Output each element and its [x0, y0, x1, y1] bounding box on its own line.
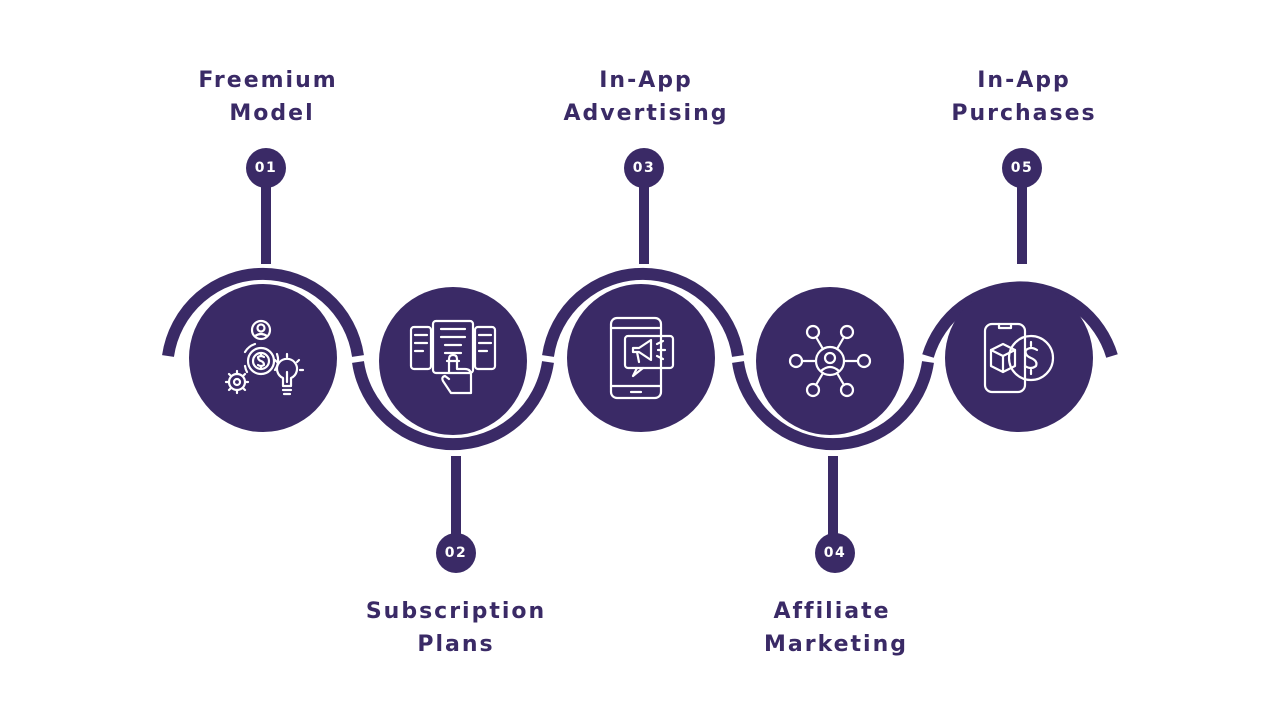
step-3-number-badge [624, 148, 664, 188]
step-4-title-line1: Affiliate [773, 599, 890, 624]
step-4-title-line2: Marketing [764, 632, 908, 657]
step-4-stem [828, 456, 838, 554]
wave-arc-1 [162, 267, 364, 357]
step-4-number-badge [815, 533, 855, 573]
step-5-title-line2: Purchases [951, 101, 1096, 126]
step-2-title-line1: Subscription [366, 599, 546, 624]
step-5-title-line1: In-App [977, 68, 1071, 93]
step-1-title-line2: Model [229, 101, 314, 126]
wave-arc-3 [542, 267, 744, 357]
wave-arc-2 [352, 361, 554, 451]
step-3-circle [567, 284, 715, 432]
step-1-number-badge [246, 148, 286, 188]
advertising-icon [609, 316, 675, 400]
step-4: 04 Affiliate Marketing [756, 287, 908, 657]
wave-arc-4 [732, 361, 934, 451]
subscription-plans-icon [409, 319, 497, 395]
step-1: Freemium Model 01 [189, 68, 337, 432]
step-3-number: 03 [633, 160, 655, 176]
step-1-number: 01 [255, 160, 277, 176]
step-1-stem [261, 168, 271, 264]
step-5-number-badge [1002, 148, 1042, 188]
step-3-title-line1: In-App [599, 68, 693, 93]
step-4-number: 04 [824, 545, 846, 561]
step-1-circle [189, 284, 337, 432]
step-4-circle [756, 287, 904, 435]
step-3-title-line2: Advertising [564, 101, 729, 126]
step-2-title-line2: Plans [417, 632, 494, 657]
step-1-title-line1: Freemium [198, 68, 337, 93]
step-3: In-App Advertising 03 [564, 68, 729, 432]
step-2: 02 Subscription Plans [366, 287, 546, 657]
step-2-number: 02 [445, 545, 467, 561]
in-app-purchase-icon [983, 322, 1055, 394]
step-5-stem [1017, 168, 1027, 264]
affiliate-network-icon [788, 324, 872, 398]
freemium-icon [224, 319, 305, 396]
step-2-number-badge [436, 533, 476, 573]
step-2-stem [451, 456, 461, 554]
step-5: In-App Purchases 05 [945, 68, 1096, 432]
step-5-circle [945, 284, 1093, 432]
step-3-stem [639, 168, 649, 264]
step-5-number: 05 [1011, 160, 1033, 176]
